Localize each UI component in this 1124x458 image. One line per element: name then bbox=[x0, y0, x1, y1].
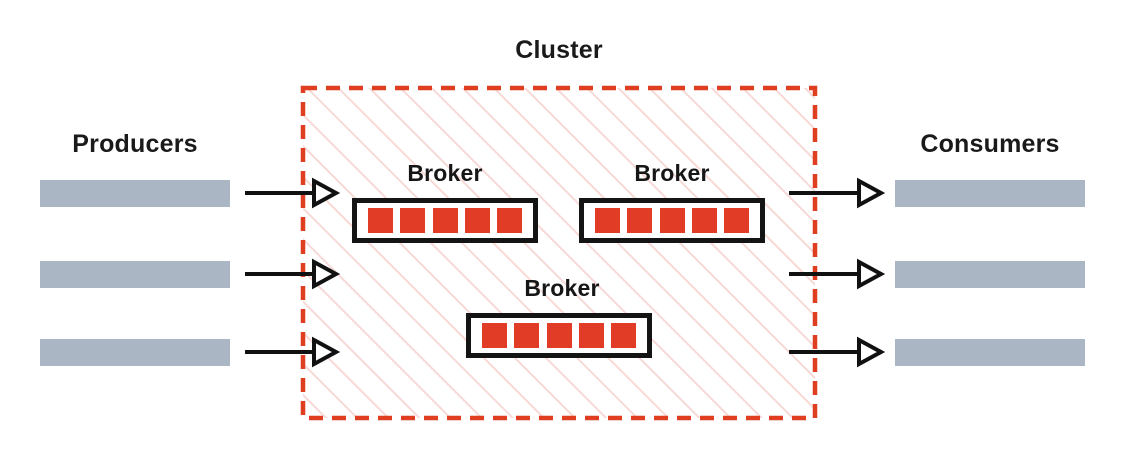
consumer-bar-2[interactable] bbox=[895, 261, 1085, 288]
broker-1-partition-4 bbox=[464, 208, 490, 233]
broker-1-partition-5 bbox=[497, 208, 522, 233]
broker-2-partition-5 bbox=[724, 208, 749, 233]
broker-3-partition-4 bbox=[578, 323, 604, 348]
broker-1-label: Broker bbox=[407, 160, 483, 186]
broker-3-partition-5 bbox=[611, 323, 636, 348]
consumer-arrow-1 bbox=[789, 177, 886, 209]
broker-2-label: Broker bbox=[634, 160, 710, 186]
broker-3-partition-3 bbox=[546, 323, 572, 348]
producer-arrow-2 bbox=[245, 258, 341, 290]
broker-2-partition-3 bbox=[659, 208, 685, 233]
producers-heading: Producers bbox=[72, 130, 198, 158]
broker-2-partition-4 bbox=[691, 208, 717, 233]
broker-1-box[interactable] bbox=[352, 198, 538, 243]
cluster-hatch-fill bbox=[303, 88, 815, 418]
broker-2-partition-2 bbox=[627, 208, 653, 233]
consumer-bar-3[interactable] bbox=[895, 339, 1085, 366]
consumer-arrow-3 bbox=[789, 336, 886, 368]
broker-3-partition-1 bbox=[482, 323, 507, 348]
producer-bar-1[interactable] bbox=[40, 180, 230, 207]
broker-3-partition-2 bbox=[514, 323, 540, 348]
broker-3-label: Broker bbox=[524, 275, 600, 301]
broker-1-partition-2 bbox=[400, 208, 426, 233]
broker-1-partition-1 bbox=[368, 208, 393, 233]
producer-bar-3[interactable] bbox=[40, 339, 230, 366]
consumers-heading: Consumers bbox=[920, 130, 1060, 158]
broker-1-partition-3 bbox=[432, 208, 458, 233]
producer-arrow-1 bbox=[245, 177, 341, 209]
broker-2-box[interactable] bbox=[579, 198, 765, 243]
cluster-dashed-border bbox=[300, 85, 818, 421]
producer-arrow-3 bbox=[245, 336, 341, 368]
cluster-title: Cluster bbox=[515, 36, 603, 64]
broker-2-partition-1 bbox=[595, 208, 620, 233]
consumer-arrow-2 bbox=[789, 258, 886, 290]
producer-bar-2[interactable] bbox=[40, 261, 230, 288]
consumer-bar-1[interactable] bbox=[895, 180, 1085, 207]
broker-3-box[interactable] bbox=[466, 313, 652, 358]
